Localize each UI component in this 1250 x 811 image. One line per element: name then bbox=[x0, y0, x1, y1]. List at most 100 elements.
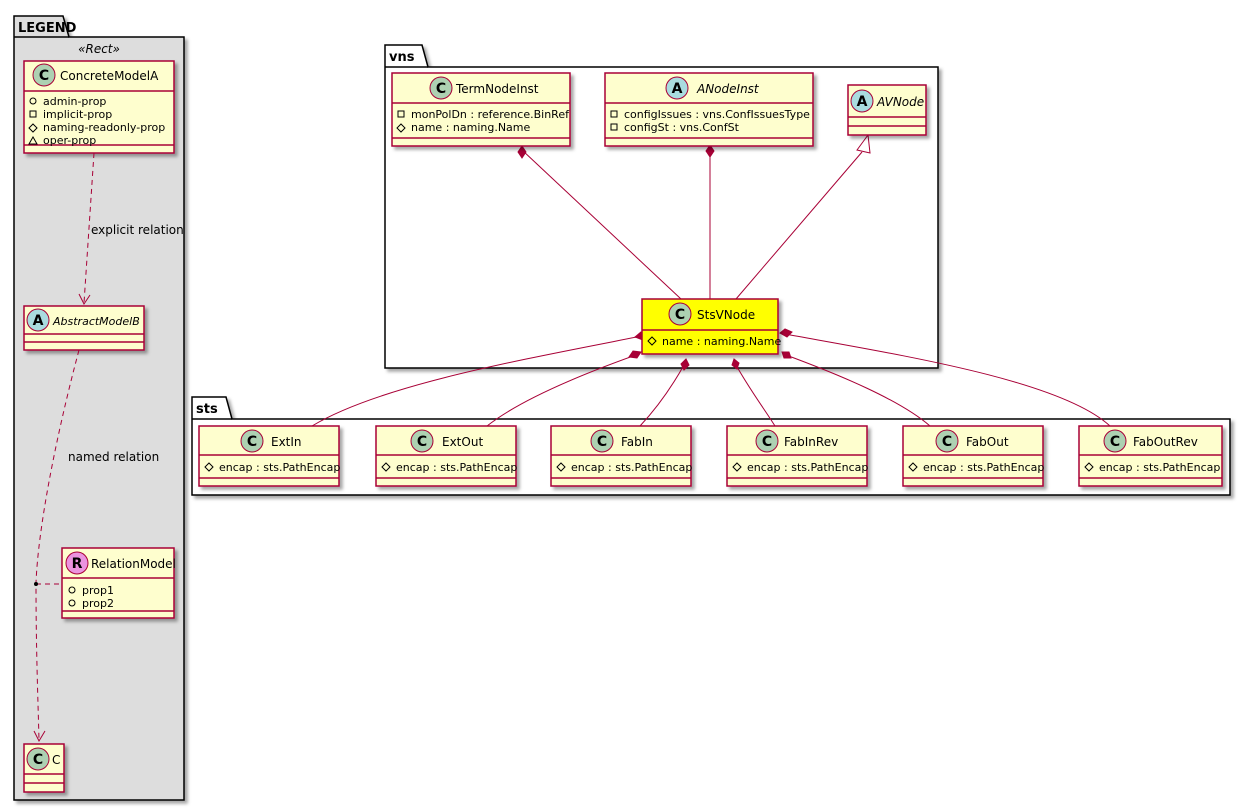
svg-text:C: C bbox=[417, 434, 427, 450]
package-visibility-icon bbox=[28, 135, 38, 145]
class-relation-model: R RelationModel prop1 prop2 bbox=[61, 547, 176, 619]
class-name: FabOutRev bbox=[1133, 435, 1198, 449]
svg-text:C: C bbox=[247, 434, 257, 450]
svg-text:C: C bbox=[675, 307, 685, 323]
svg-text:configSt : vns.ConfSt: configSt : vns.ConfSt bbox=[624, 121, 740, 134]
class-a-node-inst: A ANodeInst configIssues : vns.ConfIssue… bbox=[604, 72, 814, 147]
class-abstract-model-b: A AbstractModelB bbox=[23, 305, 145, 351]
private-visibility-icon bbox=[610, 123, 618, 131]
svg-text:encap : sts.PathEncap: encap : sts.PathEncap bbox=[747, 461, 868, 474]
class-name: ConcreteModelA bbox=[60, 69, 159, 83]
class-badge-icon bbox=[26, 747, 50, 771]
public-visibility-icon bbox=[29, 97, 37, 105]
class-badge-icon bbox=[668, 302, 692, 326]
svg-text:oper-prop: oper-prop bbox=[43, 134, 96, 147]
class-ext-out: C ExtOut encap : sts.PathEncap bbox=[375, 425, 517, 487]
class-ext-in: C ExtIn encap : sts.PathEncap bbox=[198, 425, 340, 487]
svg-text:encap : sts.PathEncap: encap : sts.PathEncap bbox=[571, 461, 692, 474]
sts-package: sts bbox=[191, 396, 1231, 496]
svg-text:configIssues : vns.ConfIssuesT: configIssues : vns.ConfIssuesType bbox=[624, 108, 810, 121]
abstract-badge-icon bbox=[665, 76, 689, 100]
class-name: ExtOut bbox=[442, 435, 483, 449]
legend-title: LEGEND bbox=[18, 21, 77, 36]
protected-visibility-icon bbox=[1084, 462, 1094, 472]
class-badge-icon bbox=[755, 429, 779, 453]
abstract-badge-icon bbox=[850, 89, 874, 113]
protected-visibility-icon bbox=[647, 336, 657, 346]
composition-diamond-icon bbox=[680, 358, 690, 371]
class-name: FabIn bbox=[621, 435, 653, 449]
named-relation-label: named relation bbox=[68, 450, 159, 464]
composition-diamond-icon bbox=[781, 351, 792, 359]
class-term-node-inst: C TermNodeInst monPolDn : reference.BinR… bbox=[391, 72, 571, 147]
class-name: AbstractModelB bbox=[52, 315, 140, 328]
svg-text:R: R bbox=[72, 556, 83, 572]
legend-stereotype: «Rect» bbox=[78, 42, 120, 56]
composition-diamond-icon bbox=[628, 350, 642, 359]
class-name: C bbox=[52, 753, 60, 767]
composition-diamond-icon bbox=[705, 144, 715, 158]
public-visibility-icon bbox=[68, 586, 76, 594]
class-name: RelationModel bbox=[91, 557, 176, 571]
class-badge-icon bbox=[590, 429, 614, 453]
class-badge-icon bbox=[32, 63, 56, 87]
private-visibility-icon bbox=[397, 110, 405, 118]
private-visibility-icon bbox=[29, 110, 37, 118]
private-visibility-icon bbox=[610, 110, 618, 118]
named-relation-edge: named relation bbox=[33, 349, 159, 743]
composition-edges bbox=[311, 133, 1111, 427]
sts-title: sts bbox=[196, 402, 218, 417]
class-fab-out: C FabOut encap : sts.PathEncap bbox=[902, 425, 1044, 487]
svg-text:prop2: prop2 bbox=[82, 597, 114, 610]
svg-text:C: C bbox=[33, 752, 43, 768]
class-fab-in: C FabIn encap : sts.PathEncap bbox=[550, 425, 692, 487]
svg-text:name : naming.Name: name : naming.Name bbox=[411, 121, 531, 134]
vns-title: vns bbox=[389, 50, 415, 65]
svg-text:C: C bbox=[436, 81, 446, 97]
svg-text:A: A bbox=[33, 313, 44, 329]
protected-visibility-icon bbox=[28, 123, 38, 133]
svg-text:encap : sts.PathEncap: encap : sts.PathEncap bbox=[1099, 461, 1220, 474]
class-av-node: A AVNode bbox=[847, 84, 927, 136]
relation-badge-icon bbox=[65, 551, 89, 575]
class-badge-icon bbox=[1103, 429, 1127, 453]
svg-text:prop1: prop1 bbox=[82, 584, 114, 597]
class-sts-v-node: C StsVNode name : naming.Name bbox=[641, 298, 782, 355]
class-name: ExtIn bbox=[271, 435, 302, 449]
class-name: FabInRev bbox=[784, 435, 838, 449]
svg-text:monPolDn : reference.BinRef: monPolDn : reference.BinRef bbox=[411, 108, 570, 121]
svg-text:encap : sts.PathEncap: encap : sts.PathEncap bbox=[219, 461, 340, 474]
protected-visibility-icon bbox=[396, 123, 406, 133]
protected-visibility-icon bbox=[732, 462, 742, 472]
class-badge-icon bbox=[429, 76, 453, 100]
svg-text:C: C bbox=[1110, 434, 1120, 450]
svg-text:encap : sts.PathEncap: encap : sts.PathEncap bbox=[396, 461, 517, 474]
composition-diamond-icon bbox=[779, 328, 793, 338]
protected-visibility-icon bbox=[556, 462, 566, 472]
protected-visibility-icon bbox=[204, 462, 214, 472]
class-fab-in-rev: C FabInRev encap : sts.PathEncap bbox=[726, 425, 868, 487]
svg-text:A: A bbox=[857, 94, 868, 110]
public-visibility-icon bbox=[68, 599, 76, 607]
svg-text:naming-readonly-prop: naming-readonly-prop bbox=[43, 121, 165, 134]
generalization-arrow-icon bbox=[856, 133, 871, 154]
composition-diamond-icon bbox=[731, 358, 740, 370]
svg-text:encap : sts.PathEncap: encap : sts.PathEncap bbox=[923, 461, 1044, 474]
svg-text:C: C bbox=[597, 434, 607, 450]
class-badge-icon bbox=[410, 429, 434, 453]
class-fab-out-rev: C FabOutRev encap : sts.PathEncap bbox=[1078, 425, 1223, 487]
class-concrete-model-a: C ConcreteModelA admin-prop implicit-pro… bbox=[23, 60, 175, 154]
explicit-relation-label: explicit relation bbox=[91, 223, 184, 237]
composition-diamond-icon bbox=[517, 145, 527, 159]
explicit-relation-edge: explicit relation bbox=[78, 152, 184, 305]
protected-visibility-icon bbox=[908, 462, 918, 472]
svg-text:C: C bbox=[942, 434, 952, 450]
protected-visibility-icon bbox=[381, 462, 391, 472]
class-name: FabOut bbox=[966, 435, 1009, 449]
svg-text:C: C bbox=[39, 68, 49, 84]
svg-text:C: C bbox=[762, 434, 772, 450]
class-name: ANodeInst bbox=[696, 82, 760, 96]
svg-text:implicit-prop: implicit-prop bbox=[43, 108, 112, 121]
svg-text:name : naming.Name: name : naming.Name bbox=[662, 335, 782, 348]
svg-text:A: A bbox=[672, 81, 683, 97]
